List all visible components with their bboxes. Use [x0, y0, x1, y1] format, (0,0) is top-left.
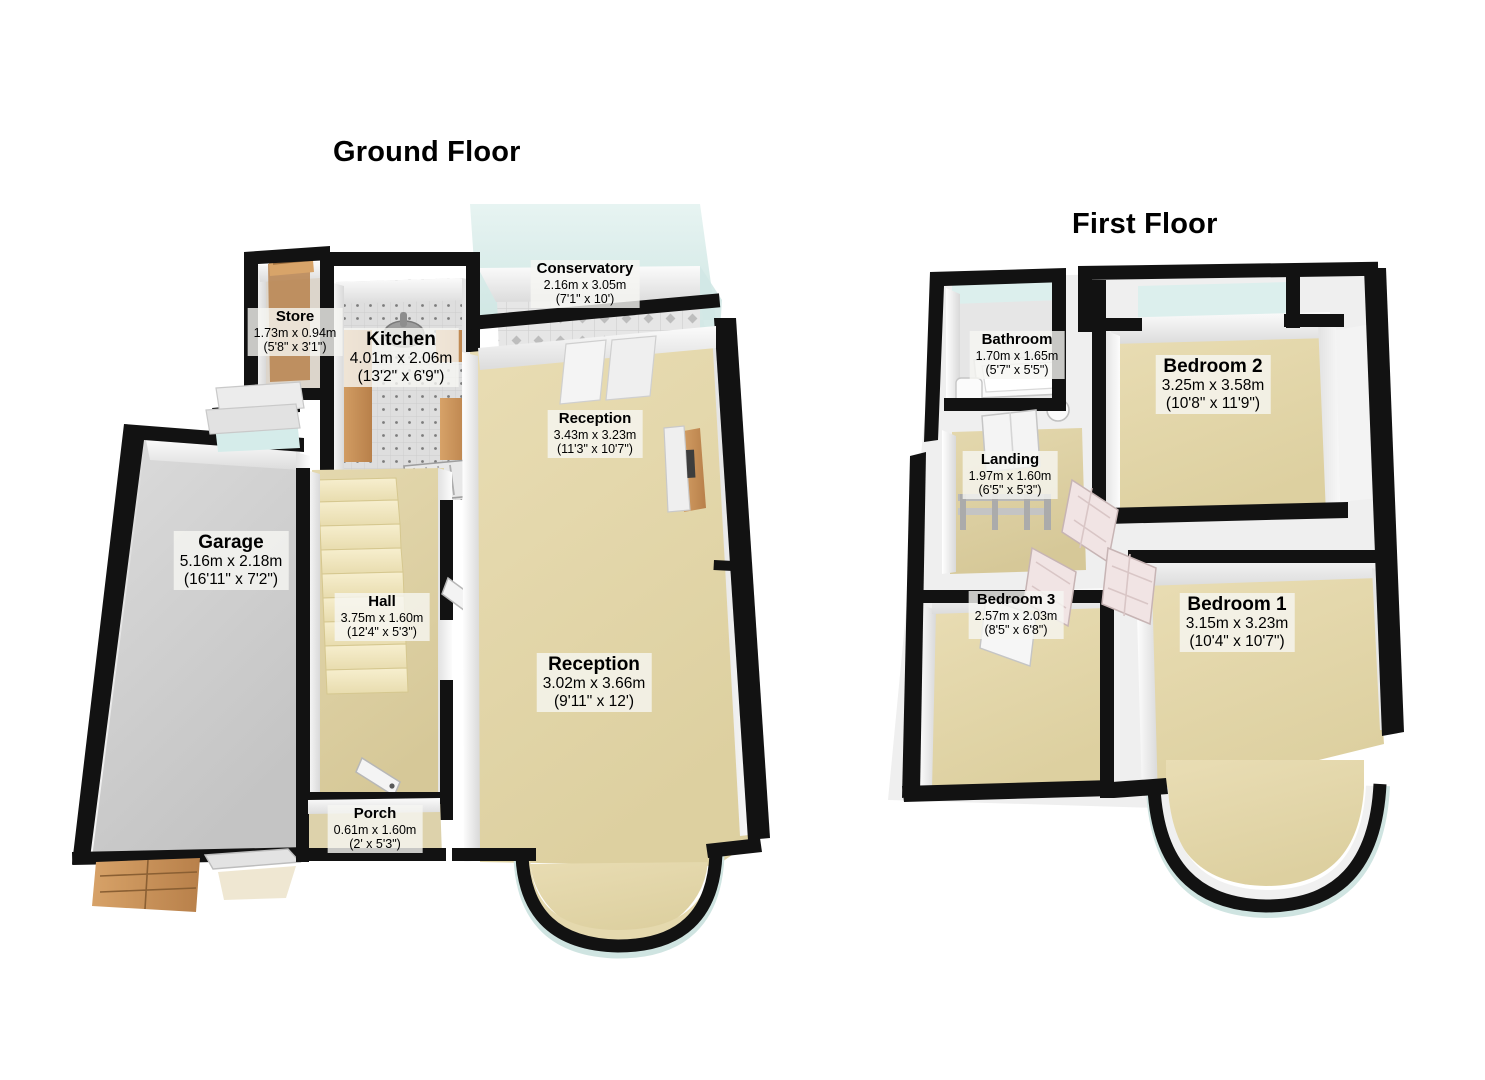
- bedroom1-left-wall-face: [1136, 576, 1158, 800]
- porch-wall-bottom: [296, 848, 446, 861]
- first-floor-title: First Floor: [1072, 208, 1218, 240]
- reception-bay-floor: [530, 856, 709, 938]
- kitchen-wall-left: [320, 252, 334, 500]
- bedroom3-floor: [926, 600, 1108, 792]
- ff-wall-b2-bottom: [1104, 502, 1348, 524]
- ff-wall-landing-b3: [920, 590, 1112, 603]
- ground-floor-title: Ground Floor: [333, 136, 521, 168]
- ff-wall-top-b2: [1078, 261, 1379, 280]
- ff-wall-bottom-left: [902, 780, 1112, 802]
- ff-wall-b2-recess-left: [1078, 266, 1092, 332]
- bedroom2-back-glass: [1138, 282, 1288, 322]
- landing-left-wall-face: [942, 430, 956, 574]
- conservatory-rear-wall: [478, 266, 700, 302]
- bedroom2-floor: [1116, 322, 1330, 520]
- ground-floor-plan: [72, 204, 770, 959]
- ff-wall-left-lower: [902, 452, 926, 798]
- reception-sideboard-detail: [686, 449, 696, 478]
- ff-wall-bathroom-bottom: [944, 398, 1066, 411]
- bedroom1-bay-floor: [1166, 760, 1364, 886]
- porch-wall-left: [296, 792, 309, 862]
- kitchen-tap: [400, 312, 407, 327]
- door-bedroom2-panel-lines: [1073, 487, 1111, 549]
- bedroom2-right-alcove: [1336, 324, 1378, 502]
- bathroom-left-wall-face: [946, 288, 960, 402]
- store-wood-floor: [268, 262, 310, 382]
- garage-top-wall-face: [146, 440, 300, 470]
- ff-wall-bathroom-right: [1052, 280, 1066, 405]
- hall-wall-left: [296, 468, 310, 814]
- staircase: [315, 477, 409, 695]
- door-bedroom1-panel-lines: [1107, 553, 1153, 617]
- store-step-2: [205, 403, 301, 435]
- ff-wall-outer-topleft: [924, 268, 1066, 442]
- ff-wall-b2-recess-right: [1286, 268, 1300, 328]
- first-floor-plan: [888, 261, 1404, 919]
- ff-wall-b1-top: [1128, 550, 1380, 563]
- kitchen-wall-right: [466, 252, 480, 352]
- reception-bay-wall: [515, 853, 723, 953]
- reception-partition-1: [559, 339, 607, 405]
- kitchen-top-wall-face: [336, 278, 468, 304]
- store-outline-wall: [244, 246, 330, 396]
- reception-right-wall: [714, 318, 770, 840]
- ff-wall-landing-b2: [1092, 280, 1106, 522]
- garage-path-slab: [218, 866, 296, 900]
- bedroom2-left-wall-face: [1104, 330, 1120, 522]
- ff-wall-b2-recess-bottom-r: [1284, 314, 1344, 327]
- hall-wall-right: [440, 500, 453, 620]
- bedroom2-back-wall-face: [1110, 312, 1330, 344]
- reception-sideboard-top: [663, 425, 691, 513]
- garage-door-lines: [99, 859, 198, 910]
- reception-front-wall-left: [452, 848, 536, 861]
- hall-wall-right-lower: [440, 680, 453, 820]
- bedroom1-bay-wall: [1147, 783, 1387, 913]
- reception-right-window: [713, 560, 748, 572]
- porch-top-wall-face: [308, 798, 440, 814]
- ff-wall-right-outer: [1364, 268, 1404, 736]
- garage-outer-wall: [72, 424, 304, 864]
- ff-wall-b2-recess-bottom: [1078, 318, 1142, 331]
- reception-left-wall-face: [462, 352, 480, 862]
- reception-partition-2: [605, 335, 657, 401]
- ff-wall-bottom-b1-left: [1112, 778, 1168, 798]
- kitchen-wall-top: [320, 252, 480, 266]
- reception-rear-wall: [470, 293, 721, 330]
- front-door-knob: [389, 783, 395, 789]
- bath-tub-inner: [981, 361, 1057, 393]
- ff-wall-b3-b1: [1100, 590, 1114, 798]
- reception-front-wall-right: [706, 838, 762, 858]
